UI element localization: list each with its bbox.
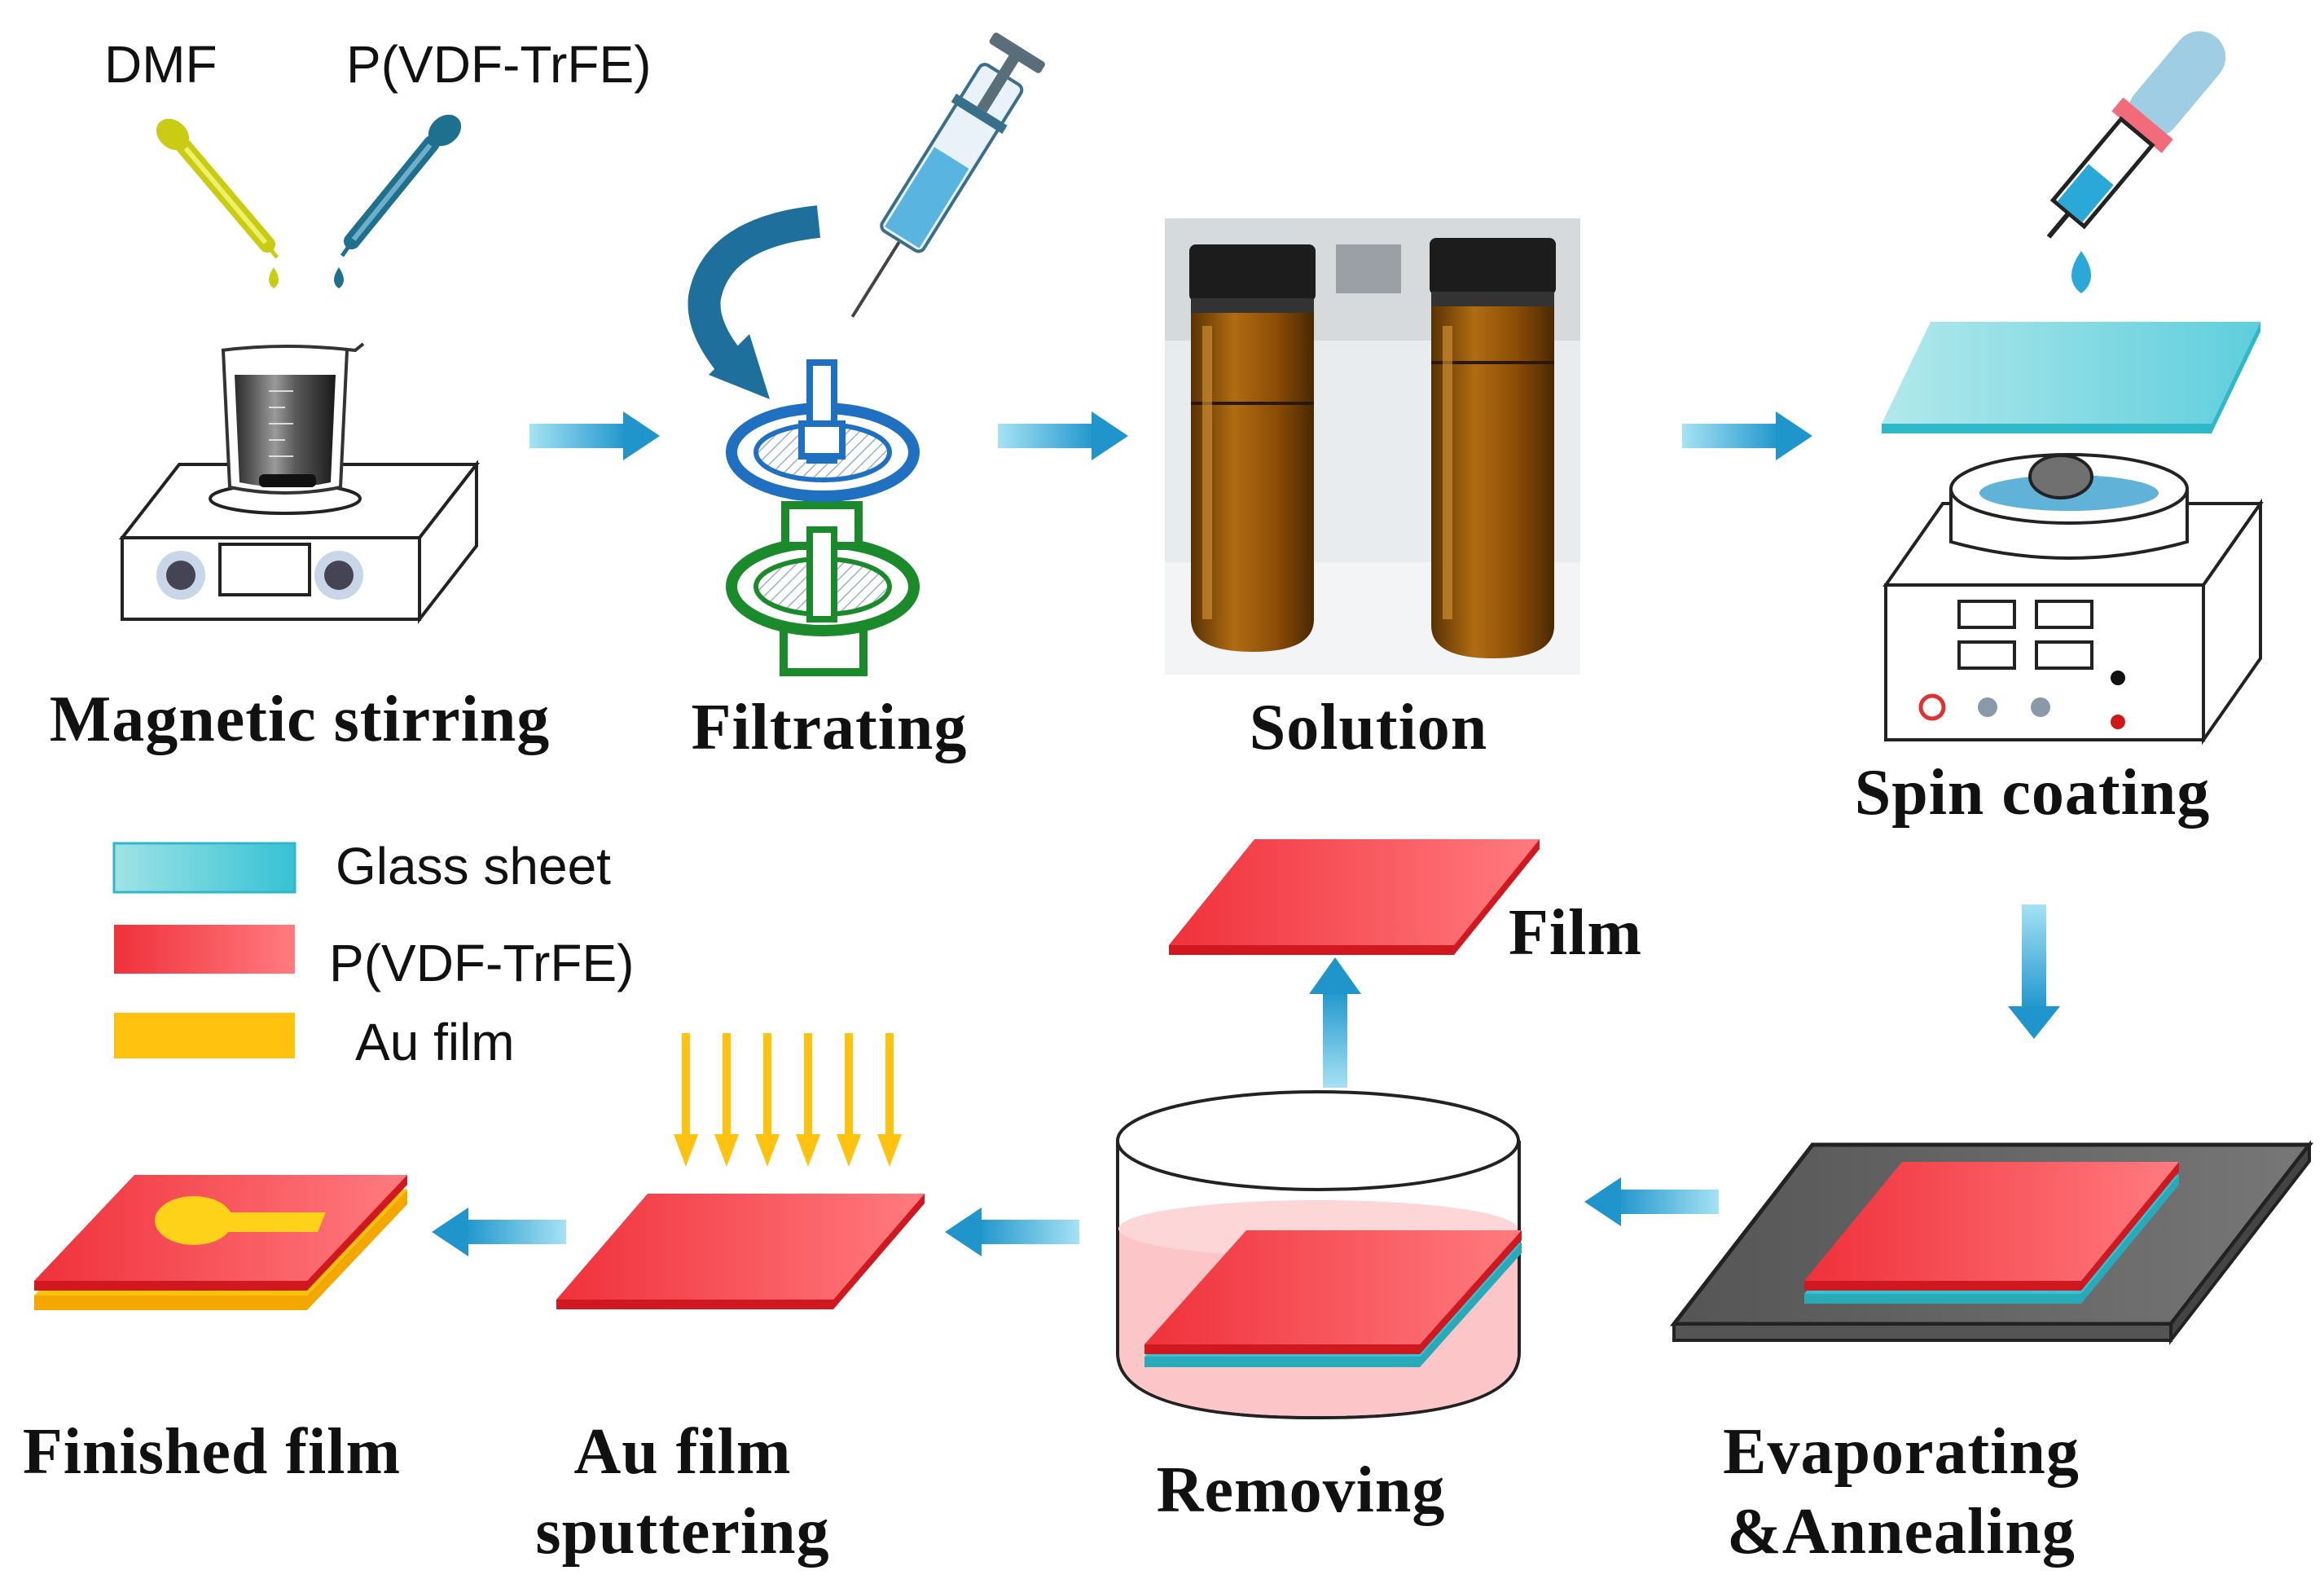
finished-film-icon	[34, 1175, 407, 1310]
sputtering-arrows-icon	[674, 1033, 902, 1167]
step-filtrating-label: Filtrating	[691, 692, 968, 763]
arrow-spin-to-evaporating	[2008, 904, 2060, 1039]
dmf-dropper-icon	[156, 118, 279, 288]
legend-swatch-pvdf	[114, 925, 295, 974]
step-spin-coating-label: Spin coating	[1854, 757, 2211, 829]
solution-photo	[1165, 218, 1580, 675]
dropper-icon	[2046, 31, 2226, 293]
step-finished-film-label: Finished film	[22, 1416, 402, 1488]
pvdf-dropper-icon	[334, 114, 462, 288]
magnetic-stirrer-icon	[118, 342, 481, 624]
legend-swatch-glass	[112, 842, 297, 894]
step-evaporating-label-line1: Evaporating	[1723, 1416, 2080, 1488]
step-au-sputtering-label-line1: Au film	[573, 1416, 792, 1488]
spin-coater-icon	[1882, 322, 2264, 746]
syringe-icon	[850, 33, 1045, 318]
legend-label-au: Au film	[355, 1013, 515, 1071]
arrow-evaporating-to-removing	[1584, 1177, 1719, 1226]
step-au-sputtering-label-line2: sputtering	[535, 1496, 830, 1568]
step-removing-label: Removing	[1156, 1454, 1446, 1526]
arrow-stirring-to-filtrating	[529, 411, 660, 460]
arrow-removing-to-film	[1309, 957, 1361, 1088]
arrow-filtrating-to-solution	[998, 411, 1128, 460]
filter-icon	[726, 359, 920, 676]
sputtering-film-icon	[556, 1194, 925, 1309]
legend-swatch-au	[114, 1013, 295, 1058]
curved-arrow-icon	[688, 205, 821, 399]
step-evaporating-label-line2: &Annealing	[1727, 1496, 2076, 1568]
arrow-removing-to-sputtering	[945, 1207, 1079, 1256]
pvdf-label: P(VDF-TrFE)	[346, 35, 652, 94]
film-sheet-icon	[1169, 839, 1540, 955]
hotplate-icon	[1669, 1140, 2314, 1345]
step-magnetic-stirring-label: Magnetic stirring	[49, 684, 551, 755]
legend-label-glass: Glass sheet	[336, 837, 611, 895]
arrow-sputtering-to-finished	[432, 1207, 566, 1256]
legend-label-pvdf: P(VDF-TrFE)	[329, 934, 635, 992]
step-solution-label: Solution	[1249, 692, 1488, 763]
dmf-label: DMF	[104, 35, 217, 94]
water-bath-icon	[1116, 1090, 1522, 1420]
step-film-label: Film	[1509, 897, 1642, 969]
arrow-solution-to-spin	[1682, 411, 1812, 460]
